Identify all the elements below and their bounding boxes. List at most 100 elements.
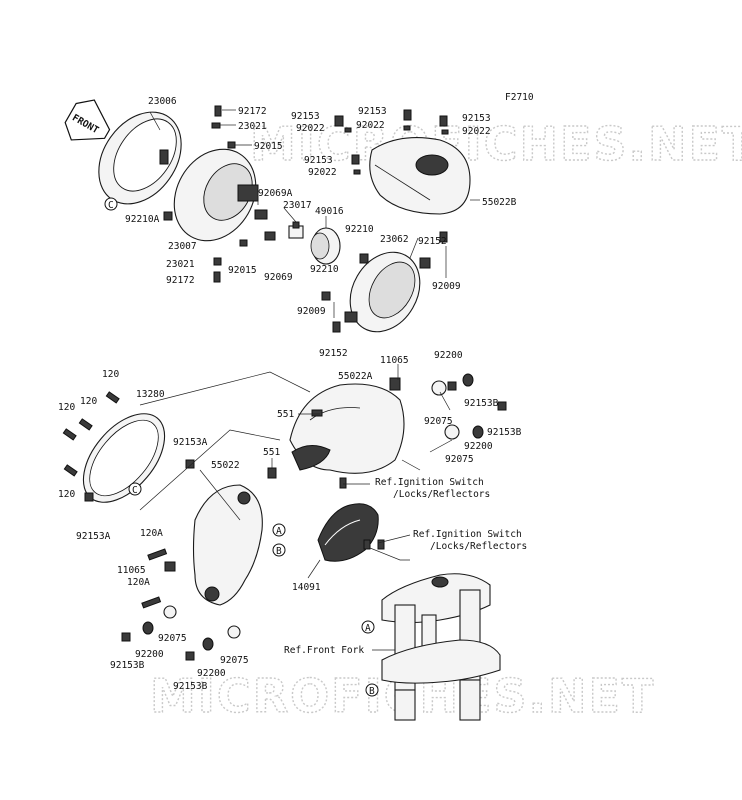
label-92075-r2: 92075 [445, 454, 474, 465]
grommet-92015-bottom [239, 239, 248, 247]
upper-fairing [289, 383, 405, 474]
label-14091: 14091 [292, 582, 321, 593]
bolt-92152-top [439, 231, 448, 243]
bolt-ignition-top [339, 477, 347, 489]
label-92009-right: 92009 [432, 281, 461, 292]
label-92022-a1: 92022 [296, 123, 325, 134]
label-92172-top: 92172 [238, 106, 267, 117]
headlight-cover [369, 137, 471, 215]
label-120-bottom: 120 [58, 489, 75, 500]
ref-front-fork: Ref.Front Fork [284, 645, 364, 656]
washer-92022-a2 [403, 125, 411, 131]
ref-circle-c [104, 197, 118, 211]
screw-92153A-bottom [84, 492, 94, 502]
label-23021-top: 23021 [238, 121, 267, 132]
ref-ignition-1-line1: Ref.Ignition Switch [375, 477, 484, 488]
rear-housing [344, 251, 431, 333]
ref-ignition-1-line2: /Locks/Reflectors [393, 489, 490, 500]
leader-lines-lower [139, 364, 453, 651]
label-92210A: 92210A [125, 214, 160, 225]
ref-circle-b-housing-label: B [276, 546, 282, 557]
label-11065-top: 11065 [380, 355, 409, 366]
label-92075-l: 92075 [158, 633, 187, 644]
nut-11065-bottom [164, 561, 176, 572]
label-92172-bottom: 92172 [166, 275, 195, 286]
label-92153A-mid: 92153A [173, 437, 208, 448]
label-120A-2: 120A [127, 577, 150, 588]
label-92022-a2: 92022 [356, 120, 385, 131]
label-92210-bottom: 92210 [310, 264, 339, 275]
ref-circle-c-lower-label: C [132, 485, 138, 496]
ref-circle-a-housing-label: A [276, 526, 282, 537]
headlight-unit [173, 148, 276, 242]
nut-92210-bottom [321, 291, 331, 301]
clip-551-a [311, 409, 323, 417]
nut-11065-top [389, 377, 401, 391]
screw-92153B-r1 [447, 381, 457, 391]
label-13280: 13280 [136, 389, 165, 400]
screw-92153B-r2 [497, 401, 507, 411]
bolt-120-left-1 [78, 418, 93, 431]
washer-92022-a3 [441, 129, 449, 135]
label-92153B-r2: 92153B [487, 427, 522, 438]
nut-92210A [163, 211, 173, 221]
label-23021-bottom: 23021 [166, 259, 195, 270]
nut-92210-top [359, 253, 369, 264]
collar-92200-b [202, 637, 214, 651]
label-120-left-1: 120 [58, 402, 75, 413]
bolt-92172-bottom [213, 271, 221, 283]
screw-92153B-b [185, 651, 195, 661]
ref-circle-a-housing [272, 523, 286, 537]
lower-housing [192, 484, 263, 606]
label-92153-a2: 92153 [358, 106, 387, 117]
label-551-b: 551 [263, 447, 280, 458]
label-11065-bottom: 11065 [117, 565, 146, 576]
label-92200-l: 92200 [135, 649, 164, 660]
bolt-120-top [105, 391, 120, 404]
label-92153A-bottom: 92153A [76, 531, 111, 542]
bolt-120A-2 [141, 596, 162, 609]
grommet-92075-r1 [431, 380, 447, 396]
reference-notes: Ref.Ignition Switch /Locks/Reflectors Re… [284, 477, 527, 656]
watermark-top: MICROFICHES.NET [250, 117, 742, 171]
washer-92022-a1 [344, 127, 352, 133]
grommet-92015-top [227, 141, 236, 149]
bolt-120-left-2 [62, 428, 77, 441]
label-92200-top: 92200 [434, 350, 463, 361]
label-92152-top: 92152 [418, 236, 447, 247]
label-92022-a3: 92022 [462, 126, 491, 137]
ref-circle-b-fork [365, 683, 379, 697]
label-92009-left: 92009 [297, 306, 326, 317]
bolt-120-bottom [63, 464, 78, 477]
front-fork-assembly [381, 573, 501, 721]
label-49016: 49016 [315, 206, 344, 217]
screw-92153B-l [121, 632, 131, 642]
label-92152-bottom: 92152 [319, 348, 348, 359]
label-92153-a3: 92153 [462, 113, 491, 124]
ref-ignition-2-line1: Ref.Ignition Switch [413, 529, 522, 540]
label-120-left-2: 120 [80, 396, 97, 407]
label-92200-b: 92200 [197, 668, 226, 679]
collar-92200-r [472, 425, 484, 439]
label-92210-top: 92210 [345, 224, 374, 235]
label-92069A: 92069A [258, 188, 293, 199]
grommet-92075-b [227, 625, 241, 639]
headlight-rim [98, 111, 182, 205]
front-arrow-icon: FRONT [64, 99, 111, 141]
screw-92153-a3 [439, 115, 448, 127]
rubber-boot [310, 227, 341, 265]
grommet-92075-r2 [444, 424, 460, 440]
collar-92200-l [142, 621, 154, 635]
label-92153B-r1: 92153B [464, 398, 499, 409]
label-92200-r: 92200 [464, 441, 493, 452]
label-92069: 92069 [264, 272, 293, 283]
clip-551-b [267, 467, 277, 479]
bolt-ignition-1 [363, 539, 371, 550]
label-92153-a1: 92153 [291, 111, 320, 122]
label-92153B-b: 92153B [173, 681, 208, 692]
ref-circle-a-fork-label: A [365, 623, 371, 634]
label-23017: 23017 [283, 200, 312, 211]
label-55022A: 55022A [338, 371, 373, 382]
label-92015-bottom: 92015 [228, 265, 257, 276]
